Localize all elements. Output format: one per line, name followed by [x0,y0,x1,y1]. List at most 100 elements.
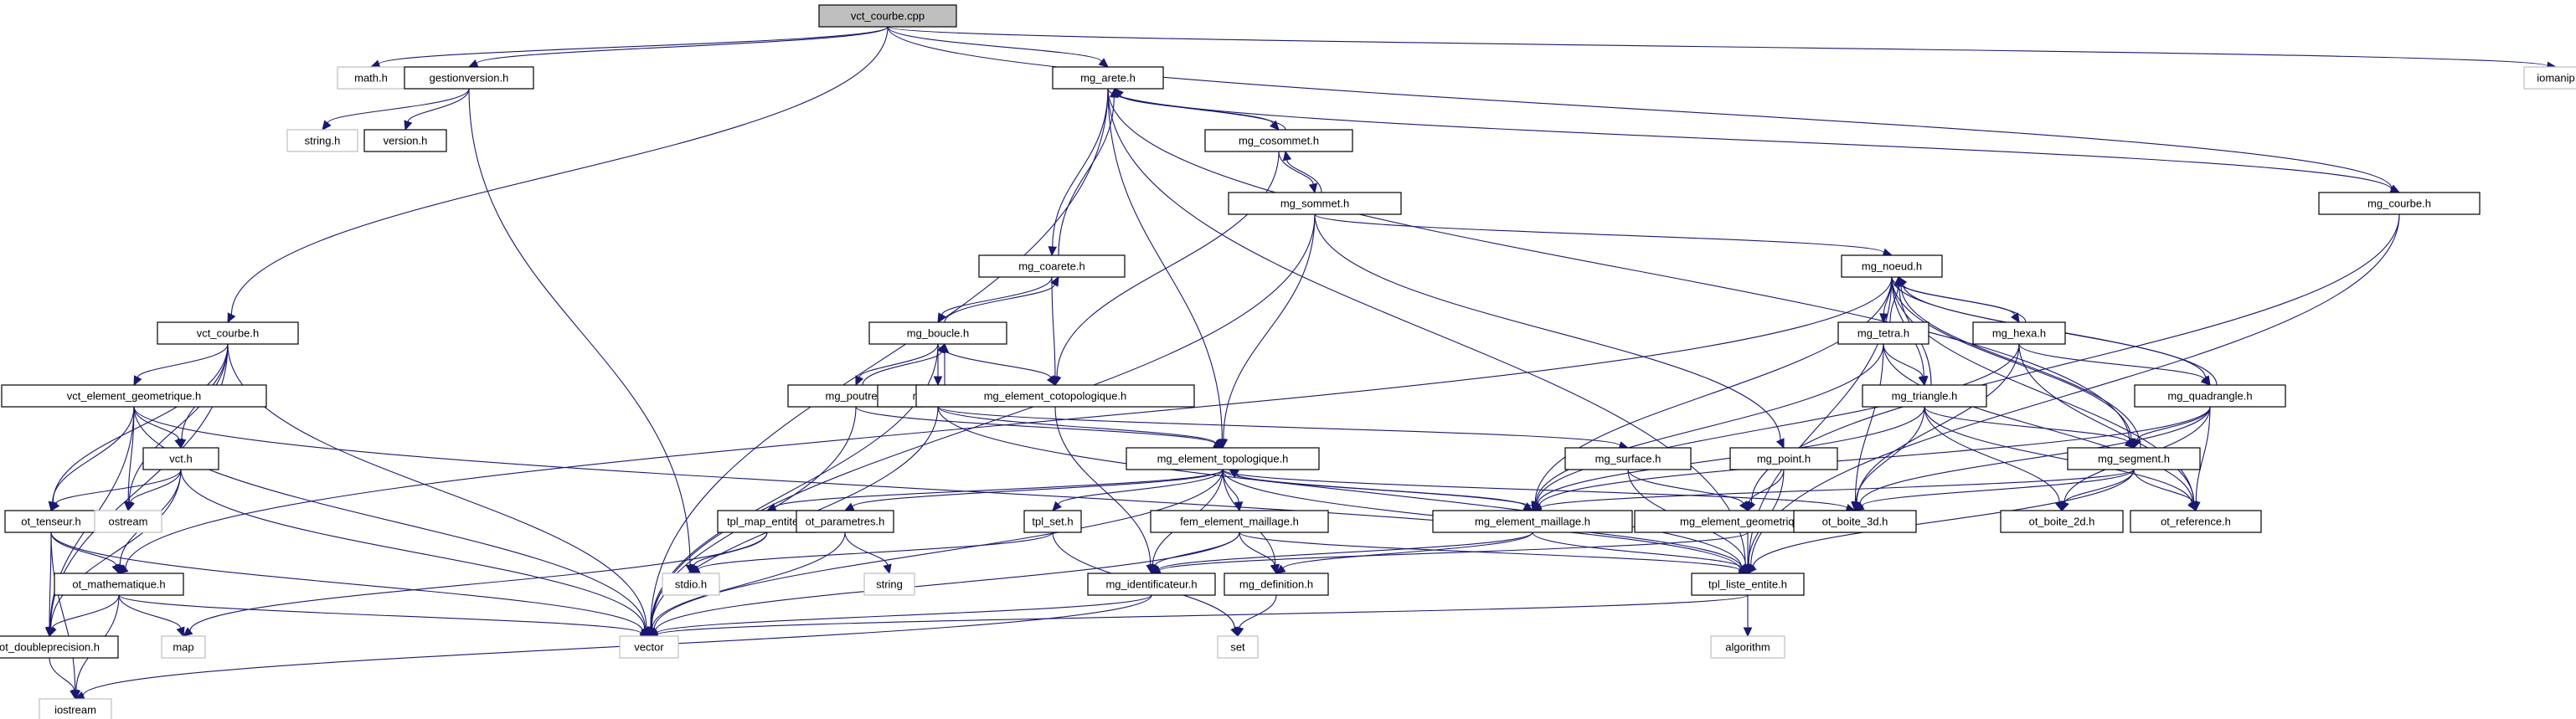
edge-fem_element_maillage_h-to-mg_definition_h [1239,532,1280,575]
edge-line [1314,213,1885,254]
node-label: vct.h [169,453,192,465]
edge-fem_element_maillage_h-to-tpl_liste_entite_h [1239,532,1749,575]
edge-line [887,26,1102,63]
node-vct-element-geometrique-h[interactable]: vct_element_geometrique.h [1,384,267,408]
node-mg-courbe-h[interactable]: mg_courbe.h [2318,192,2481,215]
node-label: map [173,641,193,654]
node-vct-courbe-cpp[interactable]: vct_courbe.cpp [818,4,957,28]
arrowhead-icon [50,501,60,511]
node-mg-boucle-h[interactable]: mg_boucle.h [868,321,1007,345]
edge-mg_arete_h-to-tpl_liste_entite_h [1107,88,1750,575]
edge-line [1855,406,1925,503]
arrowhead-icon [855,375,864,387]
node-vct-h[interactable]: vct.h [142,447,219,470]
node-mg-surface-h[interactable]: mg_surface.h [1564,447,1692,470]
node-mg-noeud-h[interactable]: mg_noeud.h [1841,254,1943,278]
arrowhead-icon [1234,501,1244,512]
edge-line [1107,88,2130,441]
node-mg-identificateur-h[interactable]: mg_identificateur.h [1087,573,1216,596]
edge-line [941,276,1053,316]
node-mg-quadrangle-h[interactable]: mg_quadrangle.h [2134,384,2286,408]
arrowhead-icon [1052,501,1062,511]
edge-line [1054,406,1151,566]
edge-line [137,343,229,378]
edge-mg_tetra_h-to-mg_element_maillage_h [1532,343,1884,512]
edge-mg_tetra_h-to-mg_triangle_h [1883,343,1927,387]
node-vct-courbe-h[interactable]: vct_courbe.h [157,321,299,345]
edge-line [1236,473,1540,511]
node-label: vct_courbe.cpp [851,10,925,23]
arrowhead-icon [1897,275,1906,287]
edge-mg_segment_h-to-ot_reference_h [2133,469,2197,512]
node-label: mg_triangle.h [1892,390,1958,403]
node-mg-tetra-h[interactable]: mg_tetra.h [1837,321,1929,345]
node-mg-definition-h[interactable]: mg_definition.h [1224,573,1329,596]
node-ot-parametres-h[interactable]: ot_parametres.h [796,510,894,533]
edge-gestionversion_h-to-string_h [322,88,470,131]
edge-line [937,343,1052,378]
node-ot-boite-2d-h[interactable]: ot_boite_2d.h [2000,510,2124,533]
arrowhead-icon [1744,501,1754,512]
edge-line [657,594,1749,635]
node-fem-element-maillage-h[interactable]: fem_element_maillage.h [1150,510,1329,533]
node-ot-doubleprecision-h[interactable]: ot_doubleprecision.h [0,635,119,659]
arrowhead-icon [1282,150,1292,162]
node-box [1204,129,1353,152]
node-box [161,635,206,659]
node-stdio-h: stdio.h [662,573,720,596]
node-label: mg_hexa.h [1992,327,2046,340]
edge-mg_element_topologique_h-to-vector [648,469,1224,637]
node-box [1228,192,1402,215]
edge-line [937,406,1743,568]
edge-mg_coarete_h-to-mg_arete_h [1058,87,1119,256]
edge-mg_coarete_h-to-mg_boucle_h [937,276,1053,324]
node-gestionversion-h[interactable]: gestionversion.h [404,66,534,90]
edge-tpl_set_h-to-stdio_h [689,532,1054,574]
node-box [1793,510,1917,533]
node-version-h[interactable]: version.h [363,129,447,152]
edge-mg_segment_h-to-mg_noeud_h [1897,275,2141,449]
node-tpl-set-h[interactable]: tpl_set.h [1023,510,1082,533]
node-box [662,573,720,596]
edge-mg_noeud_h-to-mg_hexa_h [1891,276,2020,324]
arrowhead-icon [1275,564,1286,574]
node-tpl-liste-entite-h[interactable]: tpl_liste_entite.h [1691,573,1805,596]
node-mg-point-h[interactable]: mg_point.h [1729,447,1838,470]
node-ot-boite-3d-h[interactable]: ot_boite_3d.h [1793,510,1917,533]
edge-line [1535,343,1884,503]
node-mg-triangle-h[interactable]: mg_triangle.h [1862,384,1987,408]
edge-line [1752,469,2135,567]
node-mg-coarete-h[interactable]: mg_coarete.h [978,254,1126,278]
node-label: string [876,578,903,591]
node-mg-arete-h[interactable]: mg_arete.h [1052,66,1164,90]
node-box [54,573,184,596]
node-ostream: ostream [94,510,162,533]
node-ot-reference-h[interactable]: ot_reference.h [2130,510,2262,533]
arrowhead-icon [1046,375,1056,387]
edge-line [476,26,889,64]
arrowhead-icon [1218,439,1229,449]
edge-line [652,532,846,629]
node-box [2000,510,2124,533]
edge-mg_surface_h-to-mg_element_geometrique_h [1627,469,1749,512]
edge-line [937,406,1217,444]
node-label: mg_surface.h [1595,453,1662,465]
node-mg-hexa-h[interactable]: mg_hexa.h [1972,321,2066,345]
node-label: mg_element_cotopologique.h [984,390,1127,403]
node-label: tpl_set.h [1032,516,1073,528]
node-mg-element-topologique-h[interactable]: mg_element_topologique.h [1126,447,1320,470]
node-mg-sommet-h[interactable]: mg_sommet.h [1228,192,1402,215]
node-box [2523,66,2576,90]
arrowhead-icon [1918,375,1927,387]
edge-line [468,88,691,566]
edge-line [774,469,1224,508]
node-mg-cosommet-h[interactable]: mg_cosommet.h [1204,129,1353,152]
node-mg-element-maillage-h[interactable]: mg_element_maillage.h [1432,510,1633,533]
edge-line [118,594,182,629]
node-ot-tenseur-h[interactable]: ot_tenseur.h [4,510,98,533]
node-ot-mathematique-h[interactable]: ot_mathematique.h [54,573,184,596]
node-mg-segment-h[interactable]: mg_segment.h [2067,447,2201,470]
node-box [1710,635,1785,659]
edge-vct_courbe_cpp-to-vct_courbe_h [227,26,889,324]
node-mg-element-cotopologique-h[interactable]: mg_element_cotopologique.h [915,384,1195,408]
